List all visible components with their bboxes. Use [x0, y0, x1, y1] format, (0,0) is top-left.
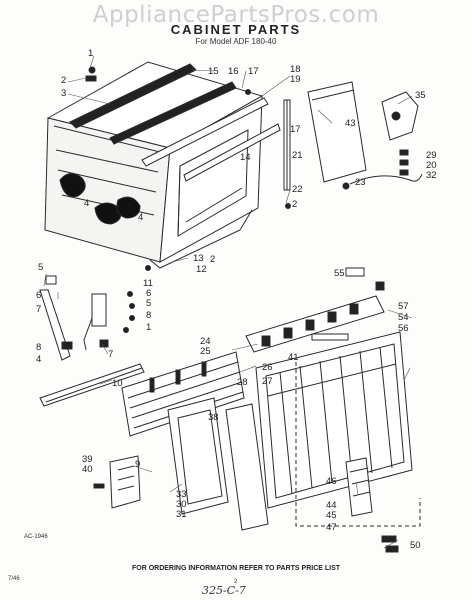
- callout-28: 28: [237, 377, 248, 388]
- side-panel: [307, 81, 367, 183]
- footer-note: FOR ORDERING INFORMATION REFER TO PARTS …: [132, 565, 341, 572]
- callout-17a: 17: [248, 66, 259, 77]
- vertical-bracket: [283, 99, 291, 191]
- control-panel-strip: [245, 295, 385, 353]
- callout-10: 10: [112, 378, 123, 389]
- handwritten-note: 325-C-7: [202, 584, 246, 597]
- hinge-hardware: [381, 535, 399, 553]
- watermark: AppliancePartsPros.com: [92, 2, 380, 28]
- callout-30: 30: [176, 499, 187, 510]
- callout-11: 11: [143, 278, 153, 289]
- cabinet-shell: [44, 61, 264, 269]
- callout-45: 45: [326, 510, 337, 521]
- callout-43: 43: [345, 118, 356, 129]
- callout-56: 56: [398, 323, 409, 334]
- callout-33: 33: [176, 489, 187, 500]
- callout-2: 2: [61, 75, 66, 86]
- callout-55: 55: [334, 268, 345, 279]
- support-rail: [39, 363, 145, 407]
- callout-13: 13: [193, 253, 204, 264]
- callout-57: 57: [398, 301, 409, 312]
- callout-29: 29: [426, 150, 437, 161]
- callout-9: 9: [135, 459, 140, 470]
- knob-part: [345, 267, 385, 291]
- diagram-subtitle: For Model ADF 180-40: [195, 37, 277, 46]
- callout-35: 35: [415, 90, 426, 101]
- callout-54: 54: [398, 312, 409, 323]
- callout-40: 40: [82, 464, 93, 475]
- callout-19: 19: [290, 74, 301, 85]
- callout-2b: 2: [292, 199, 297, 210]
- callout-6b: 6: [146, 288, 151, 299]
- callout-20: 20: [426, 160, 437, 171]
- control-bracket-part: [381, 91, 419, 141]
- callout-4c: 4: [36, 354, 41, 365]
- top-rails: [69, 63, 281, 182]
- callout-6: 6: [36, 290, 41, 301]
- bottom-bracket: [93, 455, 141, 509]
- callout-44: 44: [326, 500, 337, 511]
- callout-4b: 4: [138, 212, 143, 223]
- callout-26: 26: [262, 362, 273, 373]
- callout-41: 41: [288, 352, 299, 363]
- leader-lines: [43, 55, 413, 549]
- diagram-title: CABINET PARTS: [170, 22, 302, 37]
- callout-24: 24: [200, 336, 211, 347]
- screw-icon-group: [85, 66, 291, 271]
- callout-32: 32: [426, 170, 437, 181]
- filter-frame: [225, 403, 269, 531]
- callout-38: 38: [208, 412, 219, 423]
- callout-2c: 2: [210, 254, 215, 265]
- callout-7: 7: [36, 304, 41, 315]
- outline-box: [295, 362, 421, 527]
- callout-17b: 17: [290, 124, 301, 135]
- callout-labels: 1 2 3 4 4 5 6 7 8 4 9 10 11 12 13 14 15 …: [36, 48, 437, 551]
- air-filter: [167, 397, 229, 515]
- mounting-hardware: [39, 275, 135, 361]
- callout-27: 27: [262, 376, 273, 387]
- louver-assembly: [121, 351, 245, 437]
- front-grille: [255, 331, 413, 509]
- page-marker: 2: [234, 579, 238, 585]
- callout-39: 39: [82, 454, 93, 465]
- callout-14: 14: [240, 152, 251, 163]
- callout-7b: 7: [108, 349, 113, 360]
- callout-3: 3: [61, 88, 66, 99]
- callout-8: 8: [36, 342, 41, 353]
- callout-46: 46: [326, 476, 337, 487]
- callout-18: 18: [290, 64, 301, 75]
- callout-50: 50: [410, 540, 421, 551]
- corner-code: 7/46: [8, 576, 20, 582]
- callout-16: 16: [228, 66, 239, 77]
- callout-8b: 8: [146, 310, 151, 321]
- callout-1b: 1: [146, 322, 151, 333]
- callout-23: 23: [355, 177, 366, 188]
- power-cord-part: [342, 149, 423, 190]
- callout-15: 15: [208, 66, 219, 77]
- footer-left-code: AC-1946: [24, 534, 48, 540]
- callout-4a: 4: [84, 198, 89, 209]
- vent-door: [345, 457, 373, 517]
- callout-1: 1: [88, 48, 93, 59]
- callout-12: 12: [196, 264, 207, 275]
- callout-31: 31: [176, 509, 187, 520]
- callout-5b: 5: [146, 298, 151, 309]
- callout-47: 47: [326, 522, 337, 533]
- callout-5: 5: [38, 262, 43, 273]
- callout-25: 25: [200, 346, 211, 357]
- callout-21: 21: [292, 150, 303, 161]
- callout-22: 22: [292, 184, 303, 195]
